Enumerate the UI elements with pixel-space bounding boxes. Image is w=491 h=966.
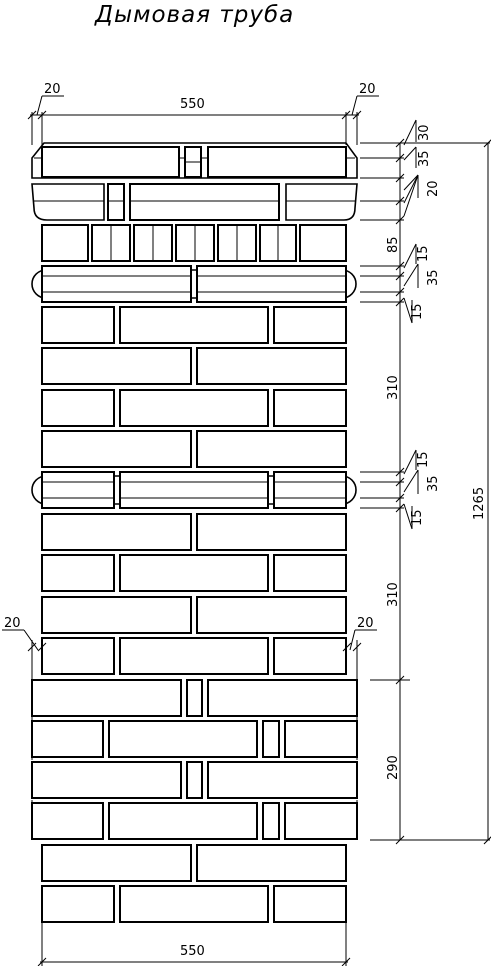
masonry-section-2 [41, 513, 347, 675]
band-course-2 [31, 471, 357, 509]
label-band2-35: 35 [426, 475, 441, 492]
label-section-310b: 310 [386, 582, 401, 607]
label-total-height: 1265 [472, 487, 487, 520]
label-band2-15b: 15 [410, 509, 425, 526]
cap-brick-left [41, 146, 180, 178]
dimension-mid-offsets: 20 20 [2, 616, 377, 680]
corbel-course [31, 183, 358, 221]
dimension-top-width: 550 20 20 [27, 82, 379, 145]
corbel-brick-small [107, 183, 125, 221]
label-band1-15a: 15 [416, 245, 431, 262]
corbel-right [285, 183, 358, 221]
label-cap-35: 35 [417, 150, 432, 167]
label-band1-35: 35 [426, 269, 441, 286]
chimney-cap [31, 142, 358, 179]
label-offset-top-right: 20 [359, 82, 376, 97]
cap-slab [31, 142, 358, 179]
label-section-290: 290 [386, 755, 401, 780]
corbel-left [31, 183, 105, 221]
brick [41, 265, 192, 303]
label-offset-mid-right: 20 [357, 616, 374, 631]
header-course [41, 224, 347, 262]
label-band2-15a: 15 [416, 451, 431, 468]
label-course-85: 85 [386, 236, 401, 253]
label-bottom-width: 550 [180, 944, 205, 959]
brick [299, 224, 347, 262]
brick [41, 224, 89, 262]
dimension-vertical-chain: 30 35 20 85 15 35 15 310 15 35 15 310 29… [360, 119, 491, 845]
masonry-section-1 [41, 306, 347, 468]
label-band1-15b: 15 [410, 303, 425, 320]
band-course-1 [31, 265, 357, 303]
cap-brick-right [207, 146, 347, 178]
corbel-brick-main [129, 183, 280, 221]
label-offset-mid-left: 20 [4, 616, 21, 631]
drawing-title: Дымовая труба [94, 2, 294, 28]
brick [196, 265, 347, 303]
label-offset-top-left: 20 [44, 82, 61, 97]
dimension-bottom-width: 550 [37, 922, 351, 966]
masonry-base [41, 844, 347, 923]
label-top-width: 550 [180, 97, 205, 112]
label-cap-30: 30 [417, 124, 432, 141]
label-cap-20: 20 [426, 180, 441, 197]
masonry-section-3 [31, 679, 358, 840]
label-section-310a: 310 [386, 375, 401, 400]
